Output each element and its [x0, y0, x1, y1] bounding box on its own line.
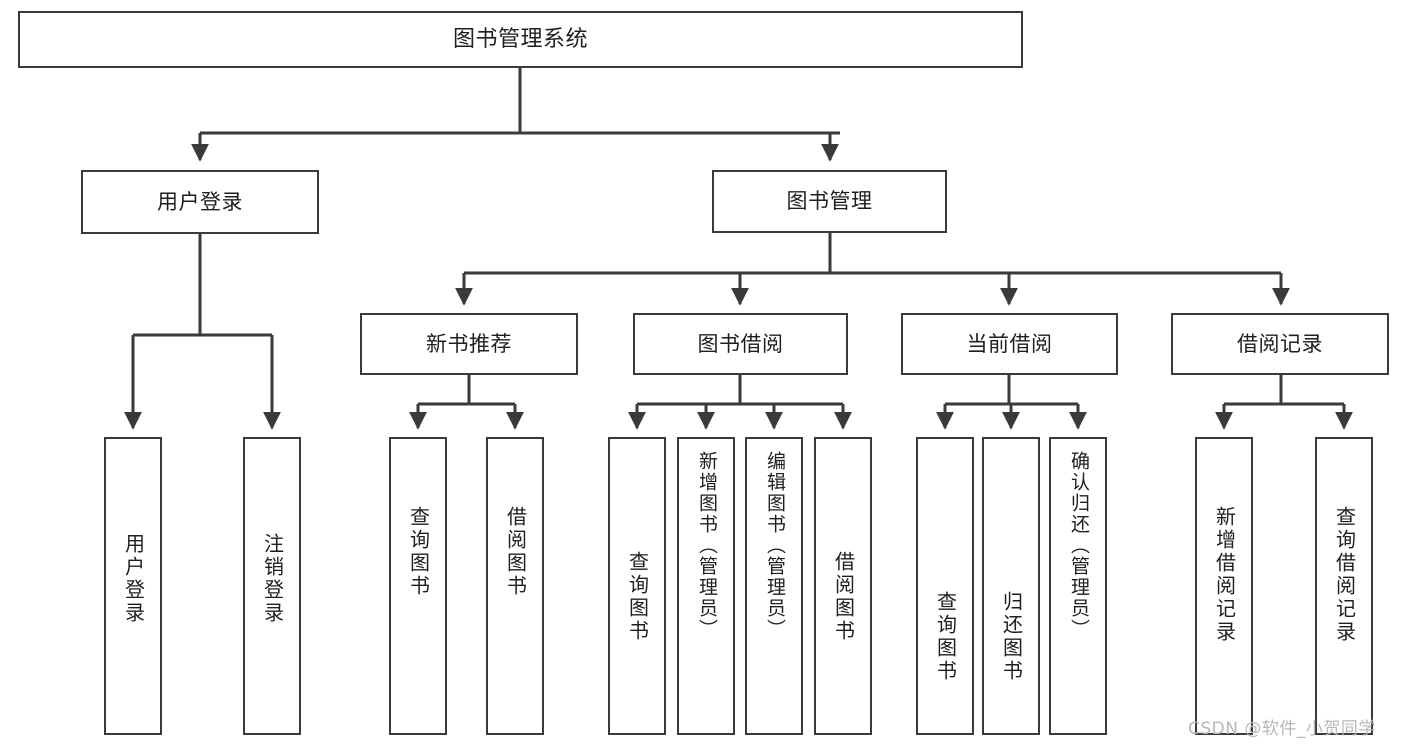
leaf-current-confirm-return-admin[interactable]: 确认归还（管理员）: [1049, 437, 1107, 735]
watermark-text: CSDN @软件_小贺同学: [1188, 719, 1376, 739]
node-label: 注销登录: [260, 533, 285, 625]
node-label: 借阅图书: [831, 551, 856, 643]
node-new-book-recommend[interactable]: 新书推荐: [360, 313, 578, 375]
node-label: 图书借阅: [697, 331, 784, 356]
leaf-current-return-book[interactable]: 归还图书: [982, 437, 1040, 735]
node-label: 查询图书: [933, 591, 958, 683]
node-root-system[interactable]: 图书管理系统: [18, 11, 1023, 68]
node-book-management[interactable]: 图书管理: [712, 170, 947, 233]
leaf-borrow-query-book[interactable]: 查询图书: [608, 437, 666, 735]
node-label: 当前借阅: [966, 331, 1053, 356]
node-label: 归还图书: [999, 591, 1024, 683]
node-label: 新增借阅记录: [1212, 506, 1237, 644]
node-label: 编辑图书（管理员）: [763, 451, 786, 640]
node-label: 查询借阅记录: [1332, 506, 1357, 644]
node-label: 确认归还（管理员）: [1067, 451, 1090, 640]
leaf-borrow-add-book-admin[interactable]: 新增图书（管理员）: [677, 437, 735, 735]
leaf-recommend-query-book[interactable]: 查询图书: [389, 437, 447, 735]
leaf-user-login-login[interactable]: 用户登录: [104, 437, 162, 735]
node-user-login[interactable]: 用户登录: [81, 170, 319, 234]
node-label: 借阅图书: [503, 506, 528, 598]
leaf-recommend-borrow-book[interactable]: 借阅图书: [486, 437, 544, 735]
node-label: 用户登录: [121, 533, 146, 625]
node-label: 图书管理系统: [452, 26, 588, 52]
leaf-user-login-logout[interactable]: 注销登录: [243, 437, 301, 735]
node-borrow-record[interactable]: 借阅记录: [1171, 313, 1389, 375]
node-label: 图书管理: [786, 189, 873, 214]
leaf-borrow-edit-book-admin[interactable]: 编辑图书（管理员）: [745, 437, 803, 735]
leaf-borrow-borrow-book[interactable]: 借阅图书: [814, 437, 872, 735]
node-book-borrow[interactable]: 图书借阅: [633, 313, 848, 375]
leaf-current-query-book[interactable]: 查询图书: [916, 437, 974, 735]
node-label: 查询图书: [625, 551, 650, 643]
node-label: 用户登录: [157, 189, 243, 214]
leaf-record-add-record[interactable]: 新增借阅记录: [1195, 437, 1253, 735]
node-label: 查询图书: [406, 506, 431, 598]
leaf-record-query-record[interactable]: 查询借阅记录: [1315, 437, 1373, 735]
node-label: 新增图书（管理员）: [695, 451, 718, 640]
node-label: 借阅记录: [1237, 331, 1323, 356]
node-current-borrow[interactable]: 当前借阅: [901, 313, 1118, 375]
node-label: 新书推荐: [426, 331, 512, 356]
